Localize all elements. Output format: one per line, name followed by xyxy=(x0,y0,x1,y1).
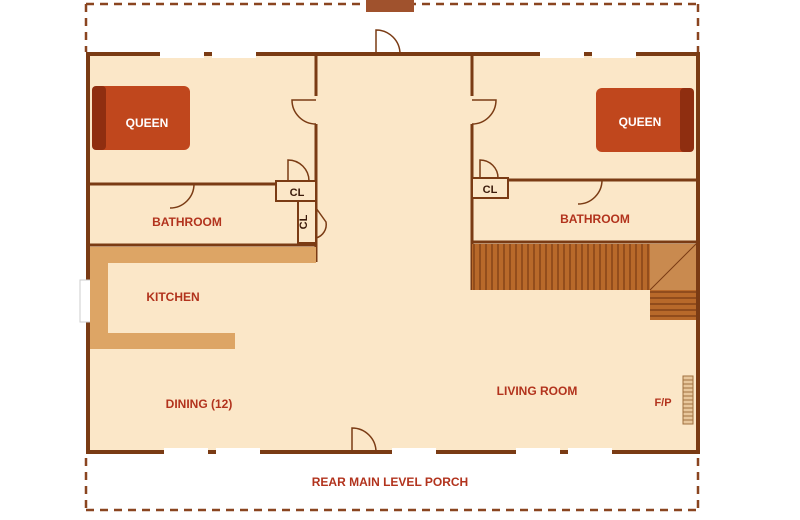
closet-left-top xyxy=(275,180,317,202)
bedroom-left-label: QUEEN xyxy=(126,116,169,130)
kitchen-label: KITCHEN xyxy=(146,290,199,304)
chimney xyxy=(366,0,414,12)
closet-label-3: CL xyxy=(483,184,498,196)
closet-label-2: CL xyxy=(298,214,310,229)
staircase xyxy=(472,243,697,320)
fireplace-label: F/P xyxy=(654,397,671,409)
fireplace-icon xyxy=(682,375,694,425)
living-room-label: LIVING ROOM xyxy=(497,384,578,398)
dining-label: DINING (12) xyxy=(166,397,233,411)
porch-label: REAR MAIN LEVEL PORCH xyxy=(312,475,468,489)
bed-right xyxy=(596,88,694,152)
bathroom-left-label: BATHROOM xyxy=(152,215,222,229)
kitchen-counter xyxy=(90,247,316,349)
porch-outline xyxy=(84,2,700,512)
bottom-windows xyxy=(164,448,612,455)
closet-left-side xyxy=(297,200,317,244)
bed-left xyxy=(92,86,190,150)
top-windows xyxy=(160,51,636,58)
closet-right xyxy=(471,177,509,199)
bathroom-right-label: BATHROOM xyxy=(560,212,630,226)
doors xyxy=(169,29,603,453)
bedroom-right-label: QUEEN xyxy=(619,115,662,129)
closet-label-1: CL xyxy=(290,187,305,199)
